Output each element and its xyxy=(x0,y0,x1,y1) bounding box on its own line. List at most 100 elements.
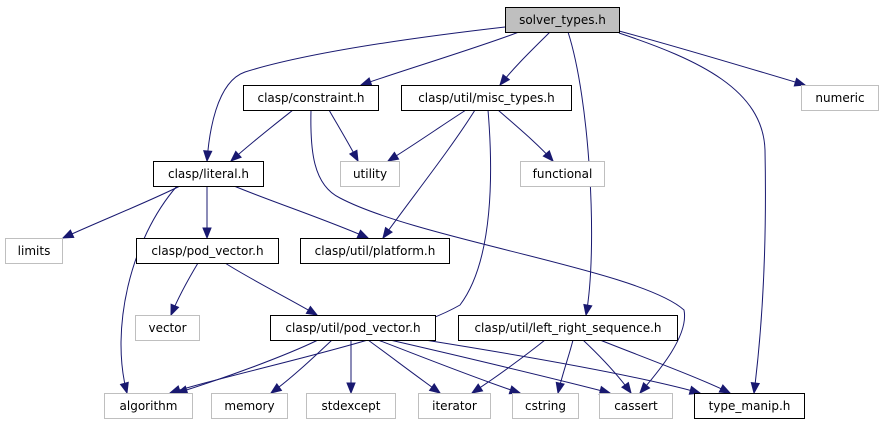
edge-arrowhead xyxy=(61,229,75,239)
edge-arrowhead xyxy=(386,151,400,162)
node-label: utility xyxy=(353,167,387,181)
edge-line xyxy=(310,109,686,394)
node-label: cstring xyxy=(525,399,566,413)
edge-line xyxy=(176,339,319,394)
node-label: clasp/literal.h xyxy=(168,167,249,181)
edge-arrowhead xyxy=(688,385,702,395)
edge-arrowhead xyxy=(119,381,129,395)
edge-literal-to-algorithm xyxy=(119,185,178,395)
node-label: memory xyxy=(224,399,274,413)
nodes-layer: solver_types.h clasp/constraint.h clasp/ut… xyxy=(5,7,879,419)
node-box xyxy=(300,238,450,264)
edge-lrs-to-iterator xyxy=(470,339,546,394)
node-limits: limits xyxy=(5,238,63,264)
edge-lrs-to-cassert xyxy=(582,339,632,395)
edge-literal-to-pod_vector xyxy=(202,185,212,240)
node-solver-types[interactable]: solver_types.h xyxy=(505,7,620,33)
node-cassert: cassert xyxy=(599,393,673,419)
edge-solver_types-to-constraint xyxy=(359,31,520,87)
edge-solver_types-to-misc_types xyxy=(499,31,551,87)
node-box xyxy=(135,315,200,341)
edge-solver_types-to-numeric xyxy=(618,30,807,87)
edge-arrowhead xyxy=(356,229,370,239)
edge-line xyxy=(618,32,766,394)
node-box xyxy=(153,161,264,187)
node-util-pod-vector[interactable]: clasp/util/pod_vector.h xyxy=(270,315,436,341)
edge-solver_types-to-type_manip xyxy=(618,32,766,395)
node-box xyxy=(340,161,400,187)
edge-pod_vector-to-vector xyxy=(170,262,199,317)
node-cstring: cstring xyxy=(512,393,579,419)
edge-literal-to-platform xyxy=(233,185,370,239)
node-box xyxy=(243,85,379,111)
node-label: iterator xyxy=(432,399,477,413)
node-label: vector xyxy=(148,321,186,335)
edge-line xyxy=(360,31,520,86)
node-label: stdexcept xyxy=(322,399,381,413)
edge-line xyxy=(382,109,476,239)
edge-arrowhead xyxy=(428,383,442,394)
node-box xyxy=(512,393,579,419)
edge-line xyxy=(169,109,492,394)
edge-arrowhead xyxy=(305,305,319,316)
edge-util_pod_vector-to-algorithm xyxy=(175,339,319,395)
edge-arrowhead xyxy=(508,385,522,395)
node-box xyxy=(306,393,396,419)
node-utility: utility xyxy=(340,161,400,187)
node-label: clasp/constraint.h xyxy=(257,91,364,105)
edge-line xyxy=(206,26,506,162)
edges-layer xyxy=(61,26,807,395)
node-label: clasp/util/platform.h xyxy=(315,244,436,258)
node-constraint[interactable]: clasp/constraint.h xyxy=(243,85,379,111)
edge-arrowhead xyxy=(269,383,283,394)
edge-arrowhead xyxy=(718,384,732,394)
edge-literal-to-limits xyxy=(61,185,181,239)
edge-arrowhead xyxy=(793,77,807,87)
node-box xyxy=(599,393,673,419)
node-literal[interactable]: clasp/literal.h xyxy=(153,161,264,187)
node-misc-types[interactable]: clasp/util/misc_types.h xyxy=(401,85,572,111)
edge-line xyxy=(424,339,701,394)
edge-line xyxy=(62,185,181,239)
edge-line xyxy=(230,109,294,162)
edge-line xyxy=(599,339,731,394)
edge-arrowhead xyxy=(621,381,632,395)
edge-arrowhead xyxy=(203,150,213,163)
edge-arrowhead xyxy=(346,382,356,395)
node-memory: memory xyxy=(211,393,288,419)
node-platform[interactable]: clasp/util/platform.h xyxy=(300,238,450,264)
edge-pod_vector-to-util_pod_vector xyxy=(224,262,319,316)
node-pod-vector[interactable]: clasp/pod_vector.h xyxy=(136,238,279,264)
edge-line xyxy=(499,31,551,86)
edge-arrowhead xyxy=(470,383,484,394)
edge-lrs-to-type_manip xyxy=(599,339,732,394)
edge-util_pod_vector-to-iterator xyxy=(367,339,442,394)
edge-arrowhead xyxy=(348,149,359,163)
node-box xyxy=(694,393,805,419)
edge-arrowhead xyxy=(202,227,212,240)
edge-line xyxy=(367,339,441,394)
edge-misc_types-to-utility xyxy=(386,109,467,162)
edge-util_pod_vector-to-stdexcept xyxy=(346,339,356,395)
edge-arrowhead xyxy=(499,73,511,87)
node-box xyxy=(520,161,605,187)
node-label: clasp/util/left_right_sequence.h xyxy=(474,321,661,335)
node-box xyxy=(801,85,879,111)
node-label: clasp/util/misc_types.h xyxy=(418,91,555,105)
edge-util_pod_vector-to-memory xyxy=(269,339,333,394)
node-stdexcept: stdexcept xyxy=(306,393,396,419)
node-numeric: numeric xyxy=(801,85,879,111)
node-lrs[interactable]: clasp/util/left_right_sequence.h xyxy=(458,315,678,341)
node-label: functional xyxy=(533,167,593,181)
node-type-manip[interactable]: type_manip.h xyxy=(694,393,805,419)
edge-arrowhead xyxy=(359,77,373,87)
edge-arrowhead xyxy=(583,303,593,317)
node-label: clasp/util/pod_vector.h xyxy=(285,321,420,335)
node-box xyxy=(211,393,288,419)
edge-line xyxy=(618,30,806,86)
edge-line xyxy=(120,185,178,394)
node-vector: vector xyxy=(135,315,200,341)
edge-line xyxy=(497,109,554,162)
edge-line xyxy=(233,185,369,239)
